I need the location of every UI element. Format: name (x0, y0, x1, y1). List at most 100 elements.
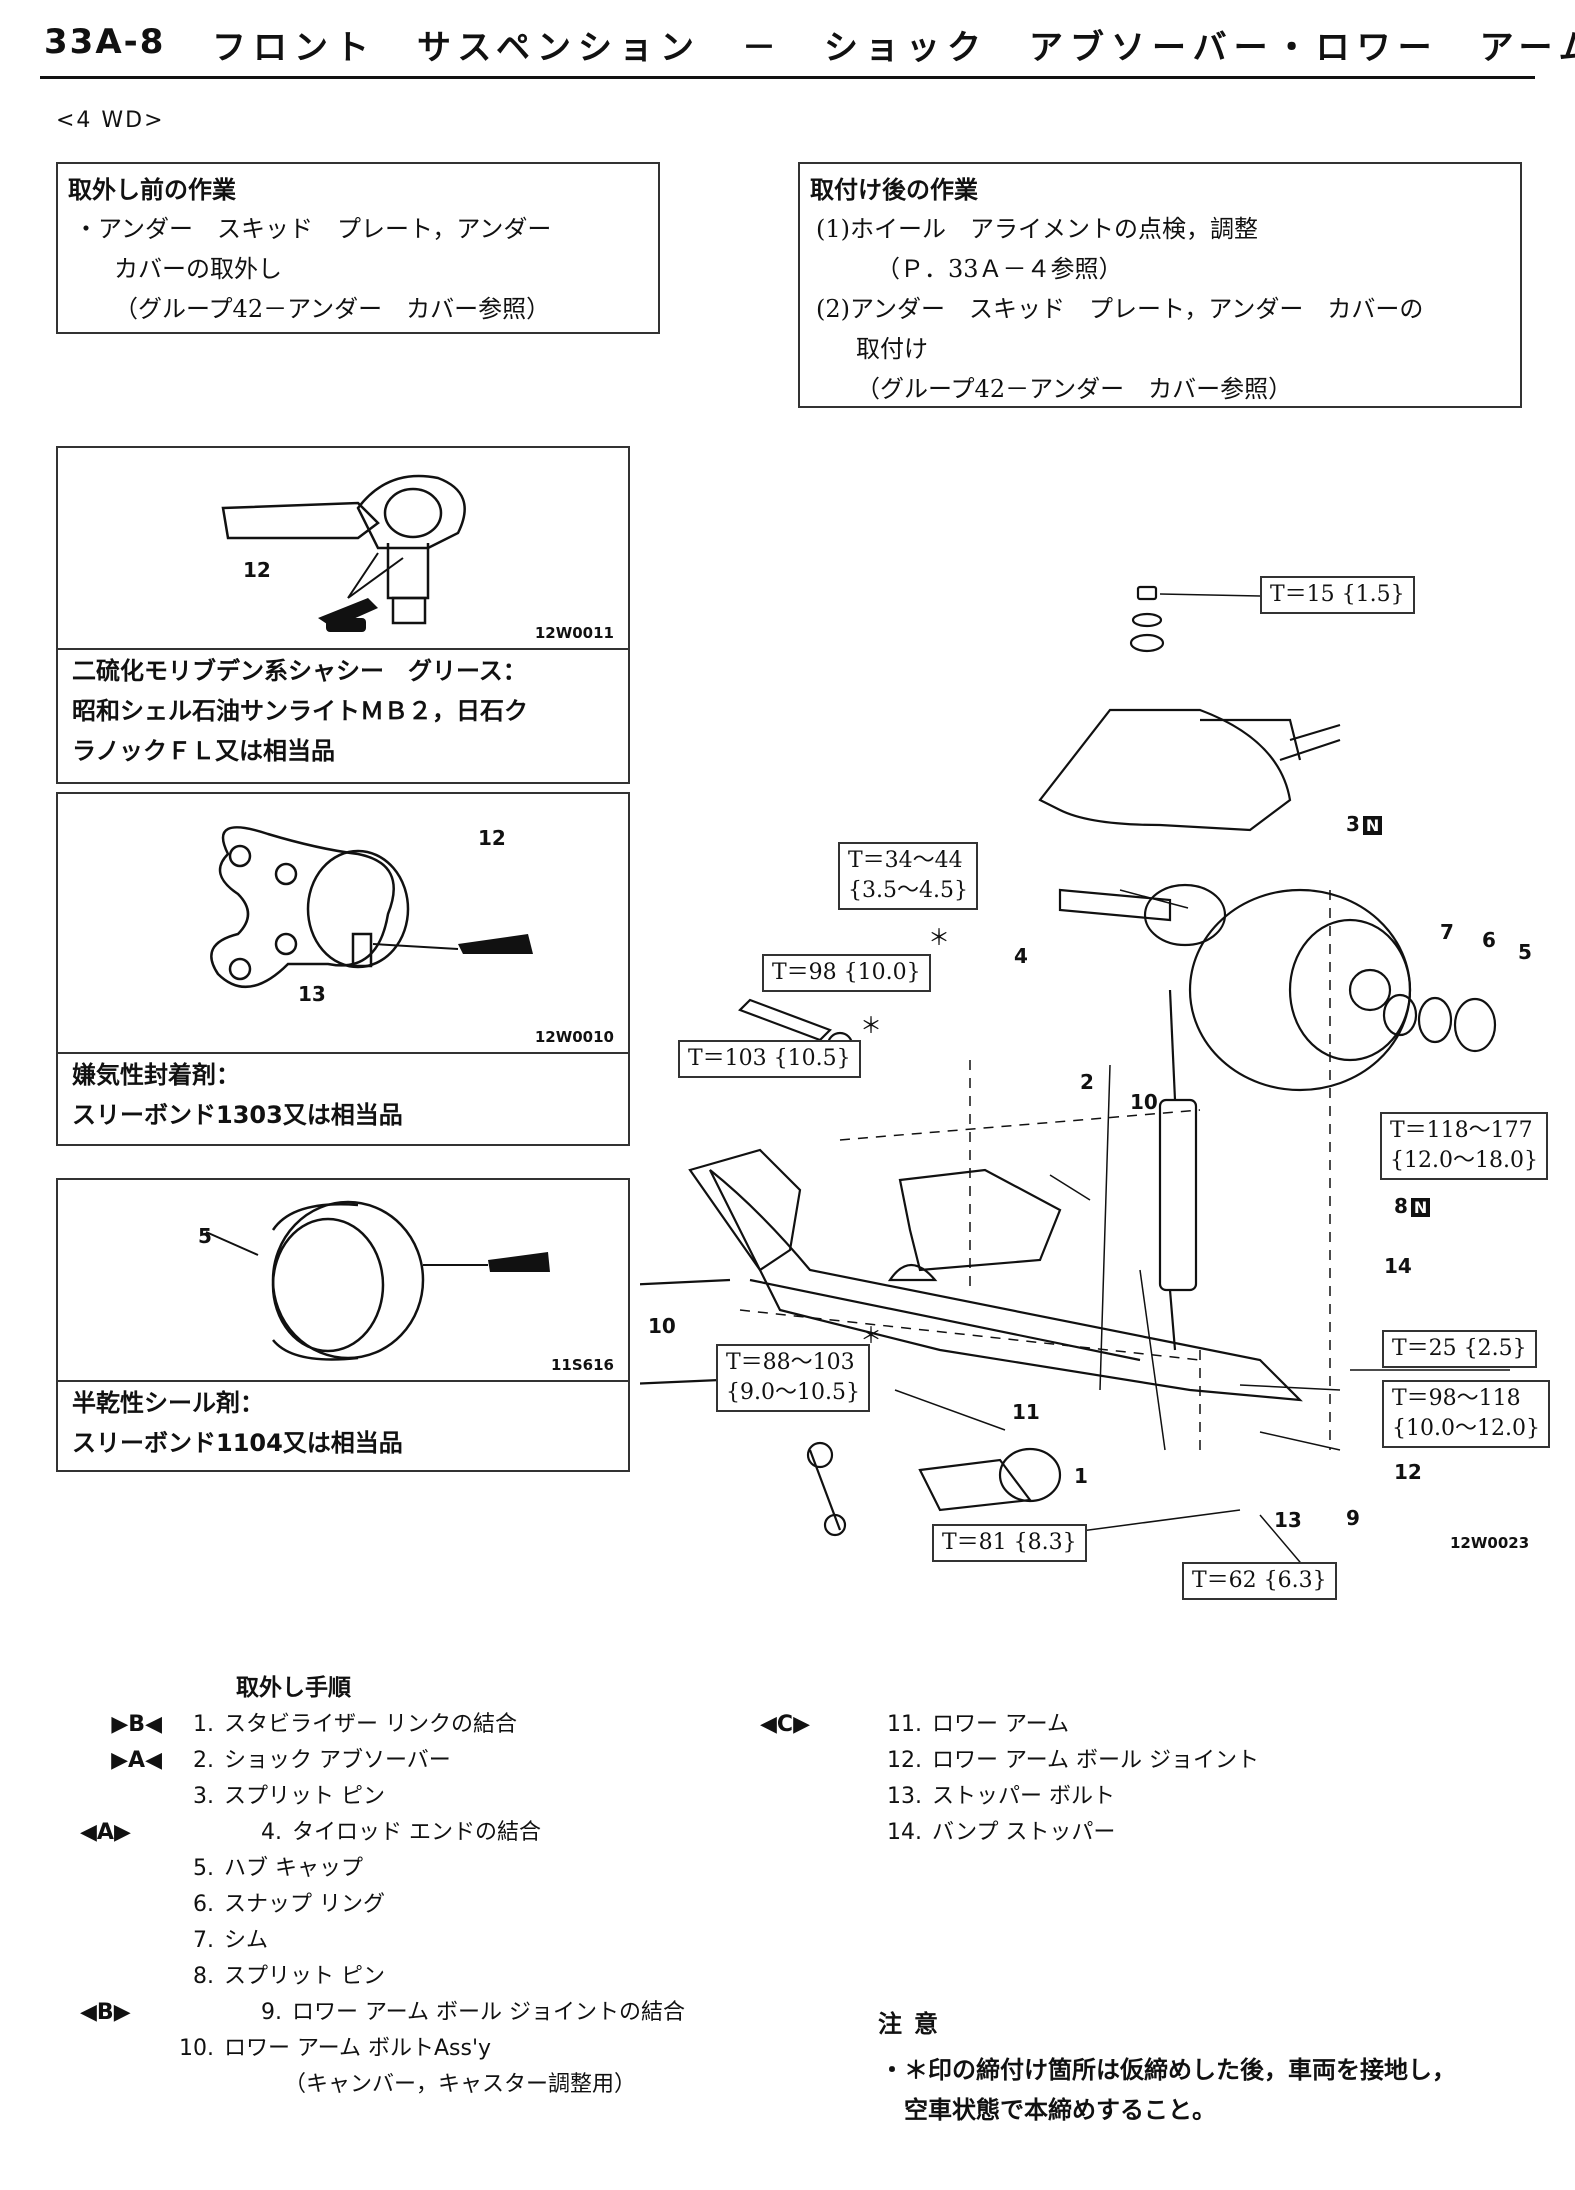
torque-label: T＝15 {1.5} (1260, 576, 1415, 614)
pre-removal-line: ・アンダー スキッド プレート，アンダー (74, 215, 552, 243)
procedure-step: 5.ハブ キャップ (80, 1850, 363, 1882)
torque-value: {3.5～4.5} (848, 878, 968, 903)
torque-label: T＝62 {6.3} (1182, 1562, 1337, 1600)
exploded-suspension-diagram (640, 585, 1510, 1569)
part-callout: 12 (1394, 1460, 1422, 1484)
step-number: 8. (193, 1964, 214, 1989)
step-text: スタビライザー リンクの結合 (224, 1712, 517, 1737)
step-mark: ◀B▶ (80, 2000, 131, 2025)
step-text: スプリット ピン (224, 1964, 385, 1989)
part-callout: 13 (1274, 1508, 1302, 1532)
part-number: 3 (1346, 812, 1360, 836)
hub-cap-illustration (205, 1200, 550, 1361)
step-number: 11. (887, 1712, 922, 1737)
part-callout: 6 (1482, 928, 1496, 952)
torque-value: T＝34～44 (848, 848, 963, 873)
procedure-step: 10. ロワー アーム ボルトAss'y (80, 2030, 491, 2062)
part-callout: 7 (1440, 920, 1454, 944)
part-callout: 4 (1014, 944, 1028, 968)
pre-removal-line: カバーの取外し (114, 255, 282, 283)
figure-panel-grease: 12 12W0011 二硫化モリブデン系シャシー グリース： 昭和シェル石油サン… (56, 446, 630, 784)
part-callout: 5 (1518, 940, 1532, 964)
torque-label: T＝34～44 {3.5～4.5} (838, 842, 978, 910)
post-install-heading: 取付け後の作業 (810, 176, 978, 204)
figure-code: 11S616 (551, 1356, 614, 1374)
step-mark: ◀A▶ (80, 1820, 131, 1845)
post-install-box: 取付け後の作業 (1)ホイール アライメントの点検，調整 （Ｐ．33Ａ－４参照）… (798, 162, 1522, 408)
step-mark: ▶B◀ (111, 1712, 162, 1737)
procedure-step: ◀A▶4.タイロッド エンドの結合 (80, 1814, 541, 1846)
pre-removal-line: （グループ42－アンダー カバー参照） (114, 295, 551, 323)
procedure-step-note: （キャンバー，キャスター調整用） (284, 2066, 636, 2098)
torque-value: T＝98～118 (1392, 1386, 1521, 1411)
step-text: スプリット ピン (224, 1784, 385, 1809)
figure-illustration: 12 12W0011 (58, 448, 628, 650)
post-install-line: (1)ホイール アライメントの点検，調整 (816, 215, 1258, 243)
grease-spec-line: 二硫化モリブデン系シャシー グリース： (72, 657, 527, 685)
part-callout: 2 (1080, 1070, 1094, 1094)
torque-value: {12.0～18.0} (1390, 1148, 1538, 1173)
figure-illustration: 5 11S616 (58, 1180, 628, 1382)
step-number: 3. (193, 1784, 214, 1809)
part-callout: 10 (648, 1314, 676, 1338)
part-callout: 14 (1384, 1254, 1412, 1278)
pre-removal-heading: 取外し前の作業 (68, 176, 236, 204)
sealant-spec-line: スリーボンド1303又は相当品 (72, 1101, 403, 1129)
procedure-step: 3. スプリット ピン (80, 1778, 385, 1810)
procedure-step: 6.スナップ リング (80, 1886, 385, 1918)
torque-label: T＝25 {2.5} (1382, 1330, 1537, 1368)
retighten-star: ＊ (860, 1324, 883, 1349)
header-rule (40, 76, 1535, 79)
step-number: 5. (193, 1856, 214, 1881)
procedure-step: ▶B◀ 1. スタビライザー リンクの結合 (80, 1706, 517, 1738)
step-text: ショック アブソーバー (224, 1748, 451, 1773)
post-install-line: （グループ42－アンダー カバー参照） (856, 375, 1293, 403)
grease-spec-line: ラノックＦＬ又は相当品 (72, 737, 336, 765)
pre-removal-box: 取外し前の作業 ・アンダー スキッド プレート，アンダー カバーの取外し （グル… (56, 162, 660, 334)
post-install-line: (2)アンダー スキッド プレート，アンダー カバーの (816, 295, 1424, 323)
step-mark: ◀C▶ (760, 1712, 810, 1737)
step-text: （キャンバー，キャスター調整用） (284, 2072, 637, 2097)
step-number: 10. (179, 2036, 214, 2061)
step-number: 7. (193, 1928, 214, 1953)
step-text: スナップ リング (224, 1892, 385, 1917)
lower-arm-ball-joint-illustration (221, 474, 466, 632)
step-text: ストッパー ボルト (932, 1784, 1115, 1809)
procedure-step: 13.ストッパー ボルト (760, 1778, 1115, 1810)
step-number: 14. (887, 1820, 922, 1845)
grease-spec-line: 昭和シェル石油サンライトＭＢ２，日石ク (72, 697, 528, 725)
figure-panel-anaerobic: 12 13 12W0010 嫌気性封着剤： スリーボンド1303又は相当品 (56, 792, 630, 1146)
step-number: 9. (261, 2000, 282, 2025)
page-number: 33A-8 (44, 22, 166, 62)
retighten-star: ＊ (860, 1014, 883, 1039)
note-line: 空車状態で本締めすること。 (904, 2096, 1216, 2124)
step-number: 4. (261, 1820, 282, 1845)
procedure-step: ◀B▶ 9. ロワー アーム ボール ジョイントの結合 (80, 1994, 685, 2026)
figure-panel-semi-dry: 5 11S616 半乾性シール剤： スリーボンド1104又は相当品 (56, 1178, 630, 1472)
step-text: ロワー アーム ボルトAss'y (224, 2036, 492, 2061)
procedure-step: ▶A◀2.ショック アブソーバー (80, 1742, 451, 1774)
part-callout: 9 (1346, 1506, 1360, 1530)
part-callout: 1 (1074, 1464, 1088, 1488)
figure-code: 12W0010 (534, 1028, 614, 1046)
torque-label: T＝103 {10.5} (678, 1040, 861, 1078)
part-callout: 11 (1012, 1400, 1040, 1424)
sealant-spec-line: 半乾性シール剤： (72, 1389, 264, 1417)
procedure-step: 12.ロワー アーム ボール ジョイント (760, 1742, 1259, 1774)
ball-joint-plate-illustration (210, 826, 533, 989)
part-callout: 13 (298, 982, 326, 1006)
part-callout: 5 (198, 1224, 212, 1248)
part-number: 8 (1394, 1194, 1408, 1218)
step-text: ロワー アーム ボール ジョイント (932, 1748, 1260, 1773)
note-title: 注意 (878, 2010, 950, 2038)
step-number: 1. (193, 1712, 214, 1737)
step-text: バンプ ストッパー (932, 1820, 1116, 1845)
sealant-spec-line: スリーボンド1104又は相当品 (72, 1429, 403, 1457)
torque-value: T＝88～103 (726, 1350, 855, 1375)
step-text: ロワー アーム (932, 1712, 1070, 1737)
step-text: ロワー アーム ボール ジョイントの結合 (292, 2000, 686, 2025)
torque-label: T＝98～118 {10.0～12.0} (1382, 1380, 1550, 1448)
retighten-star: ＊ (928, 926, 951, 951)
